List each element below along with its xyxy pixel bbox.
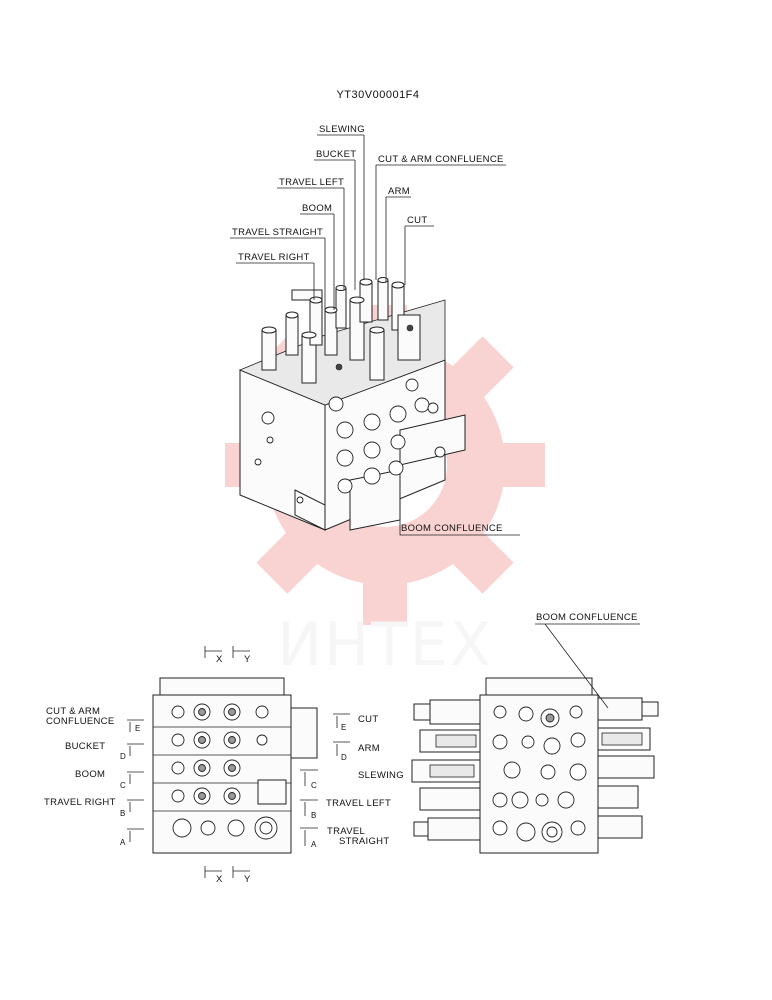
front-label-arm: ARM	[358, 743, 380, 754]
drawing-code: YT30V00001F4	[336, 89, 419, 101]
section-top-y: Y	[244, 654, 251, 665]
iso-label-boom: BOOM	[302, 203, 332, 214]
front-ports	[171, 703, 278, 840]
rear-left-spools	[411, 699, 481, 841]
front-marker-left-e: E	[135, 724, 141, 733]
front-marker-right-b: B	[311, 811, 317, 820]
front-label-bucket: BUCKET	[65, 741, 105, 752]
iso-label-cut-arm-confluence: CUT & ARM CONFLUENCE	[378, 154, 504, 165]
front-label-slewing: SLEWING	[358, 770, 404, 781]
section-marker-bottom	[204, 866, 250, 878]
front-right-markers	[300, 713, 350, 846]
front-marker-right-a: A	[311, 840, 317, 849]
front-marker-left-b: B	[120, 809, 126, 818]
front-marker-right-d: D	[341, 753, 347, 762]
rear-valve-top-cap	[485, 677, 593, 696]
iso-label-arm: ARM	[388, 186, 410, 197]
front-label-travel-straight-line1: TRAVEL	[327, 826, 365, 837]
front-side-block	[290, 707, 318, 759]
rear-right-spools	[597, 697, 659, 839]
iso-label-travel-right: TRAVEL RIGHT	[238, 252, 310, 263]
section-bottom-y: Y	[244, 874, 251, 885]
front-label-boom: BOOM	[75, 769, 105, 780]
front-marker-left-c: C	[120, 781, 126, 790]
rear-ports	[492, 705, 587, 843]
iso-label-travel-left: TRAVEL LEFT	[279, 177, 344, 188]
front-valve-top-cap	[159, 677, 285, 696]
iso-label-bucket: BUCKET	[316, 149, 356, 160]
isometric-valve-view: SLEWING BUCKET CUT & ARM CONFLUENCE TRAV…	[230, 124, 520, 536]
front-marker-left-d: D	[120, 752, 126, 761]
iso-leader-lines	[230, 134, 520, 536]
front-marker-right-e: E	[341, 723, 347, 732]
front-label-cut-arm-line1: CUT & ARM	[46, 706, 100, 717]
front-label-cut: CUT	[358, 714, 378, 725]
front-label-cut-arm-line2: CONFLUENCE	[46, 716, 114, 727]
front-face-ports	[254, 378, 446, 504]
iso-label-boom-confluence: BOOM CONFLUENCE	[401, 523, 503, 534]
front-left-markers	[127, 719, 144, 842]
iso-label-travel-straight: TRAVEL STRAIGHT	[232, 227, 323, 238]
valve-side-section	[399, 414, 466, 466]
section-bottom-x: X	[216, 874, 223, 885]
iso-label-slewing: SLEWING	[319, 124, 365, 135]
front-marker-left-a: A	[120, 838, 126, 847]
section-top-x: X	[216, 654, 223, 665]
front-marker-right-c: C	[311, 781, 317, 790]
front-elevation-view: X Y CUT &	[44, 646, 404, 885]
section-marker-top	[204, 646, 250, 658]
spool-caps	[261, 277, 421, 384]
front-label-travel-right: TRAVEL RIGHT	[44, 797, 116, 808]
rear-label-boom-confluence: BOOM CONFLUENCE	[536, 612, 638, 623]
front-label-travel-left: TRAVEL LEFT	[326, 798, 391, 809]
watermark-text: ИНТЕХ	[277, 610, 493, 680]
rear-leader-line	[535, 623, 640, 709]
front-label-travel-straight-line2: STRAIGHT	[339, 836, 389, 847]
iso-label-cut: CUT	[407, 215, 427, 226]
rear-elevation-view: BOOM CONFLUENCE	[411, 612, 659, 854]
